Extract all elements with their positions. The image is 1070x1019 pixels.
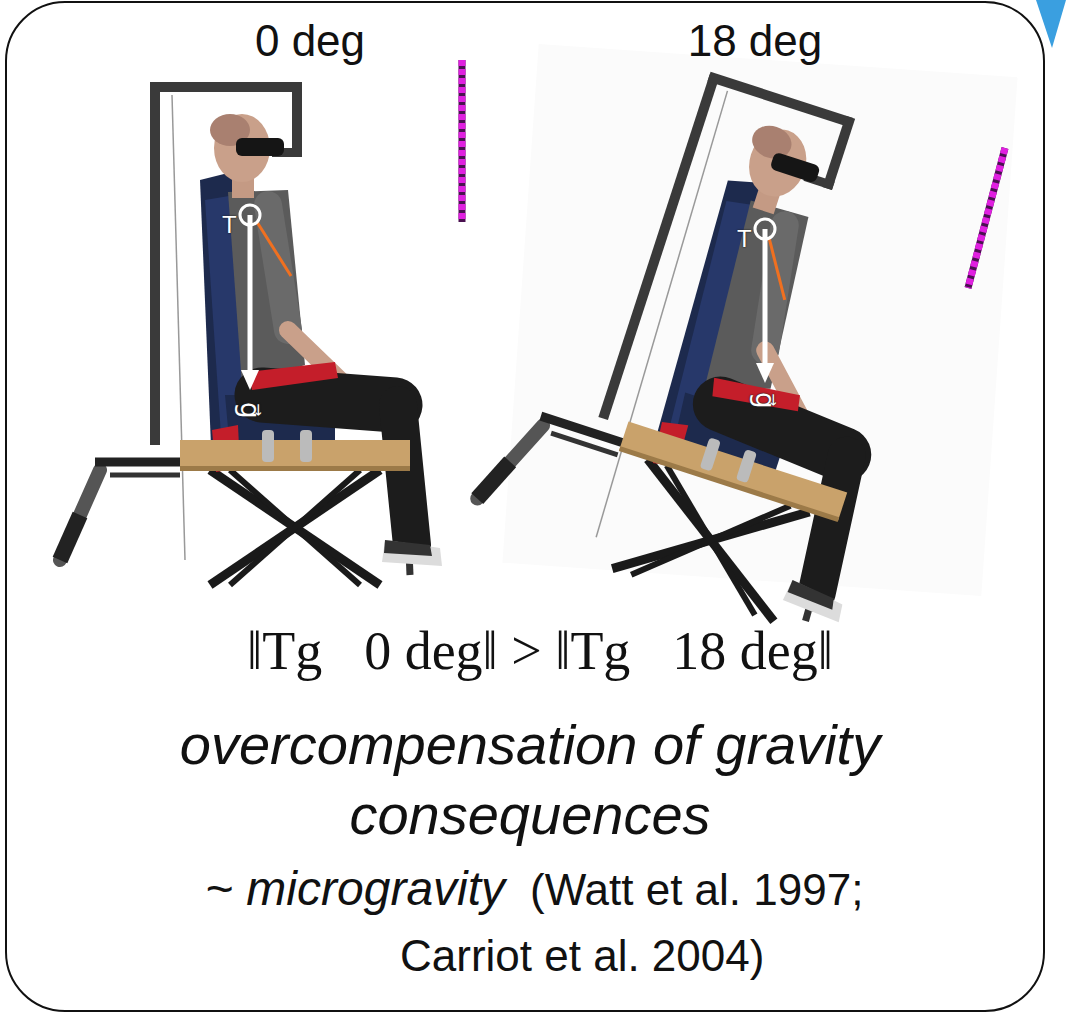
view-title: 18 deg	[605, 14, 905, 68]
vector-label: g⃗	[750, 392, 779, 409]
conclusion-text: overcompensation of gravity consequences	[120, 710, 940, 850]
point-label: T	[737, 226, 752, 252]
vector-label: g⃗	[235, 402, 264, 419]
conclusion-text: ~ microgravity	[205, 860, 525, 918]
citation: (Watt et al. 1997; Carriot et al. 2004)	[400, 857, 960, 989]
point-label: T	[222, 212, 237, 238]
figure-panel: 0 deg 18 deg ‖Tg⃗0 deg‖ > ‖Tg⃗18 deg‖ overc…	[5, 1, 1045, 1012]
formula: ‖Tg⃗0 deg‖ > ‖Tg⃗18 deg‖	[120, 618, 960, 684]
view-title: 0 deg	[160, 14, 460, 68]
